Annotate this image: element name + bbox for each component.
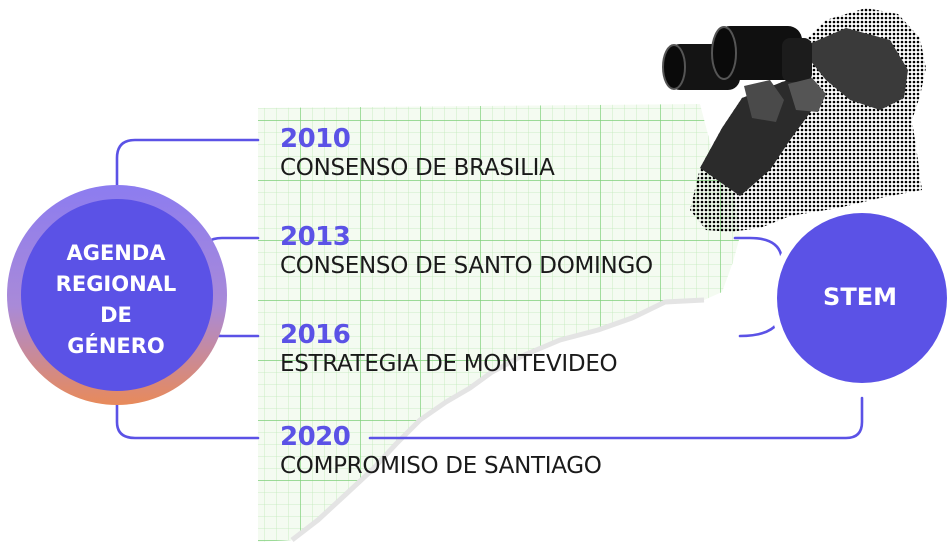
- timeline-entry-2010: 2010 CONSENSO DE BRASILIA: [280, 124, 555, 182]
- agenda-line-1: AGENDA: [66, 241, 166, 265]
- stem-node: [777, 213, 947, 383]
- entry-label: CONSENSO DE BRASILIA: [280, 155, 555, 181]
- timeline-entry-2016: 2016 ESTRATEGIA DE MONTEVIDEO: [280, 320, 618, 378]
- timeline-entry-2013: 2013 CONSENSO DE SANTO DOMINGO: [280, 222, 653, 280]
- entry-year: 2016: [280, 320, 351, 350]
- connector-2013-right: [733, 236, 784, 264]
- connector-2010: [115, 138, 260, 190]
- entry-label: ESTRATEGIA DE MONTEVIDEO: [280, 351, 618, 377]
- entry-year: 2010: [280, 124, 351, 154]
- agenda-node: [21, 199, 213, 391]
- entry-label: CONSENSO DE SANTO DOMINGO: [280, 253, 653, 279]
- agenda-line-4: GÉNERO: [67, 334, 165, 358]
- stem-node-label: STEM: [823, 283, 897, 311]
- entry-label: COMPROMISO DE SANTIAGO: [280, 453, 602, 479]
- entry-year: 2013: [280, 222, 351, 252]
- connector-2020: [115, 400, 260, 440]
- entry-year: 2020: [280, 422, 351, 452]
- person-binoculars-image: [662, 8, 926, 232]
- graph-paper: [258, 104, 740, 542]
- agenda-node-label: AGENDA REGIONAL DE GÉNERO: [40, 238, 192, 362]
- agenda-line-2: REGIONAL: [55, 272, 177, 296]
- agenda-line-3: DE: [100, 303, 132, 327]
- timeline-entry-2020: 2020 COMPROMISO DE SANTIAGO: [280, 422, 602, 480]
- connector-2020-right: [368, 396, 864, 440]
